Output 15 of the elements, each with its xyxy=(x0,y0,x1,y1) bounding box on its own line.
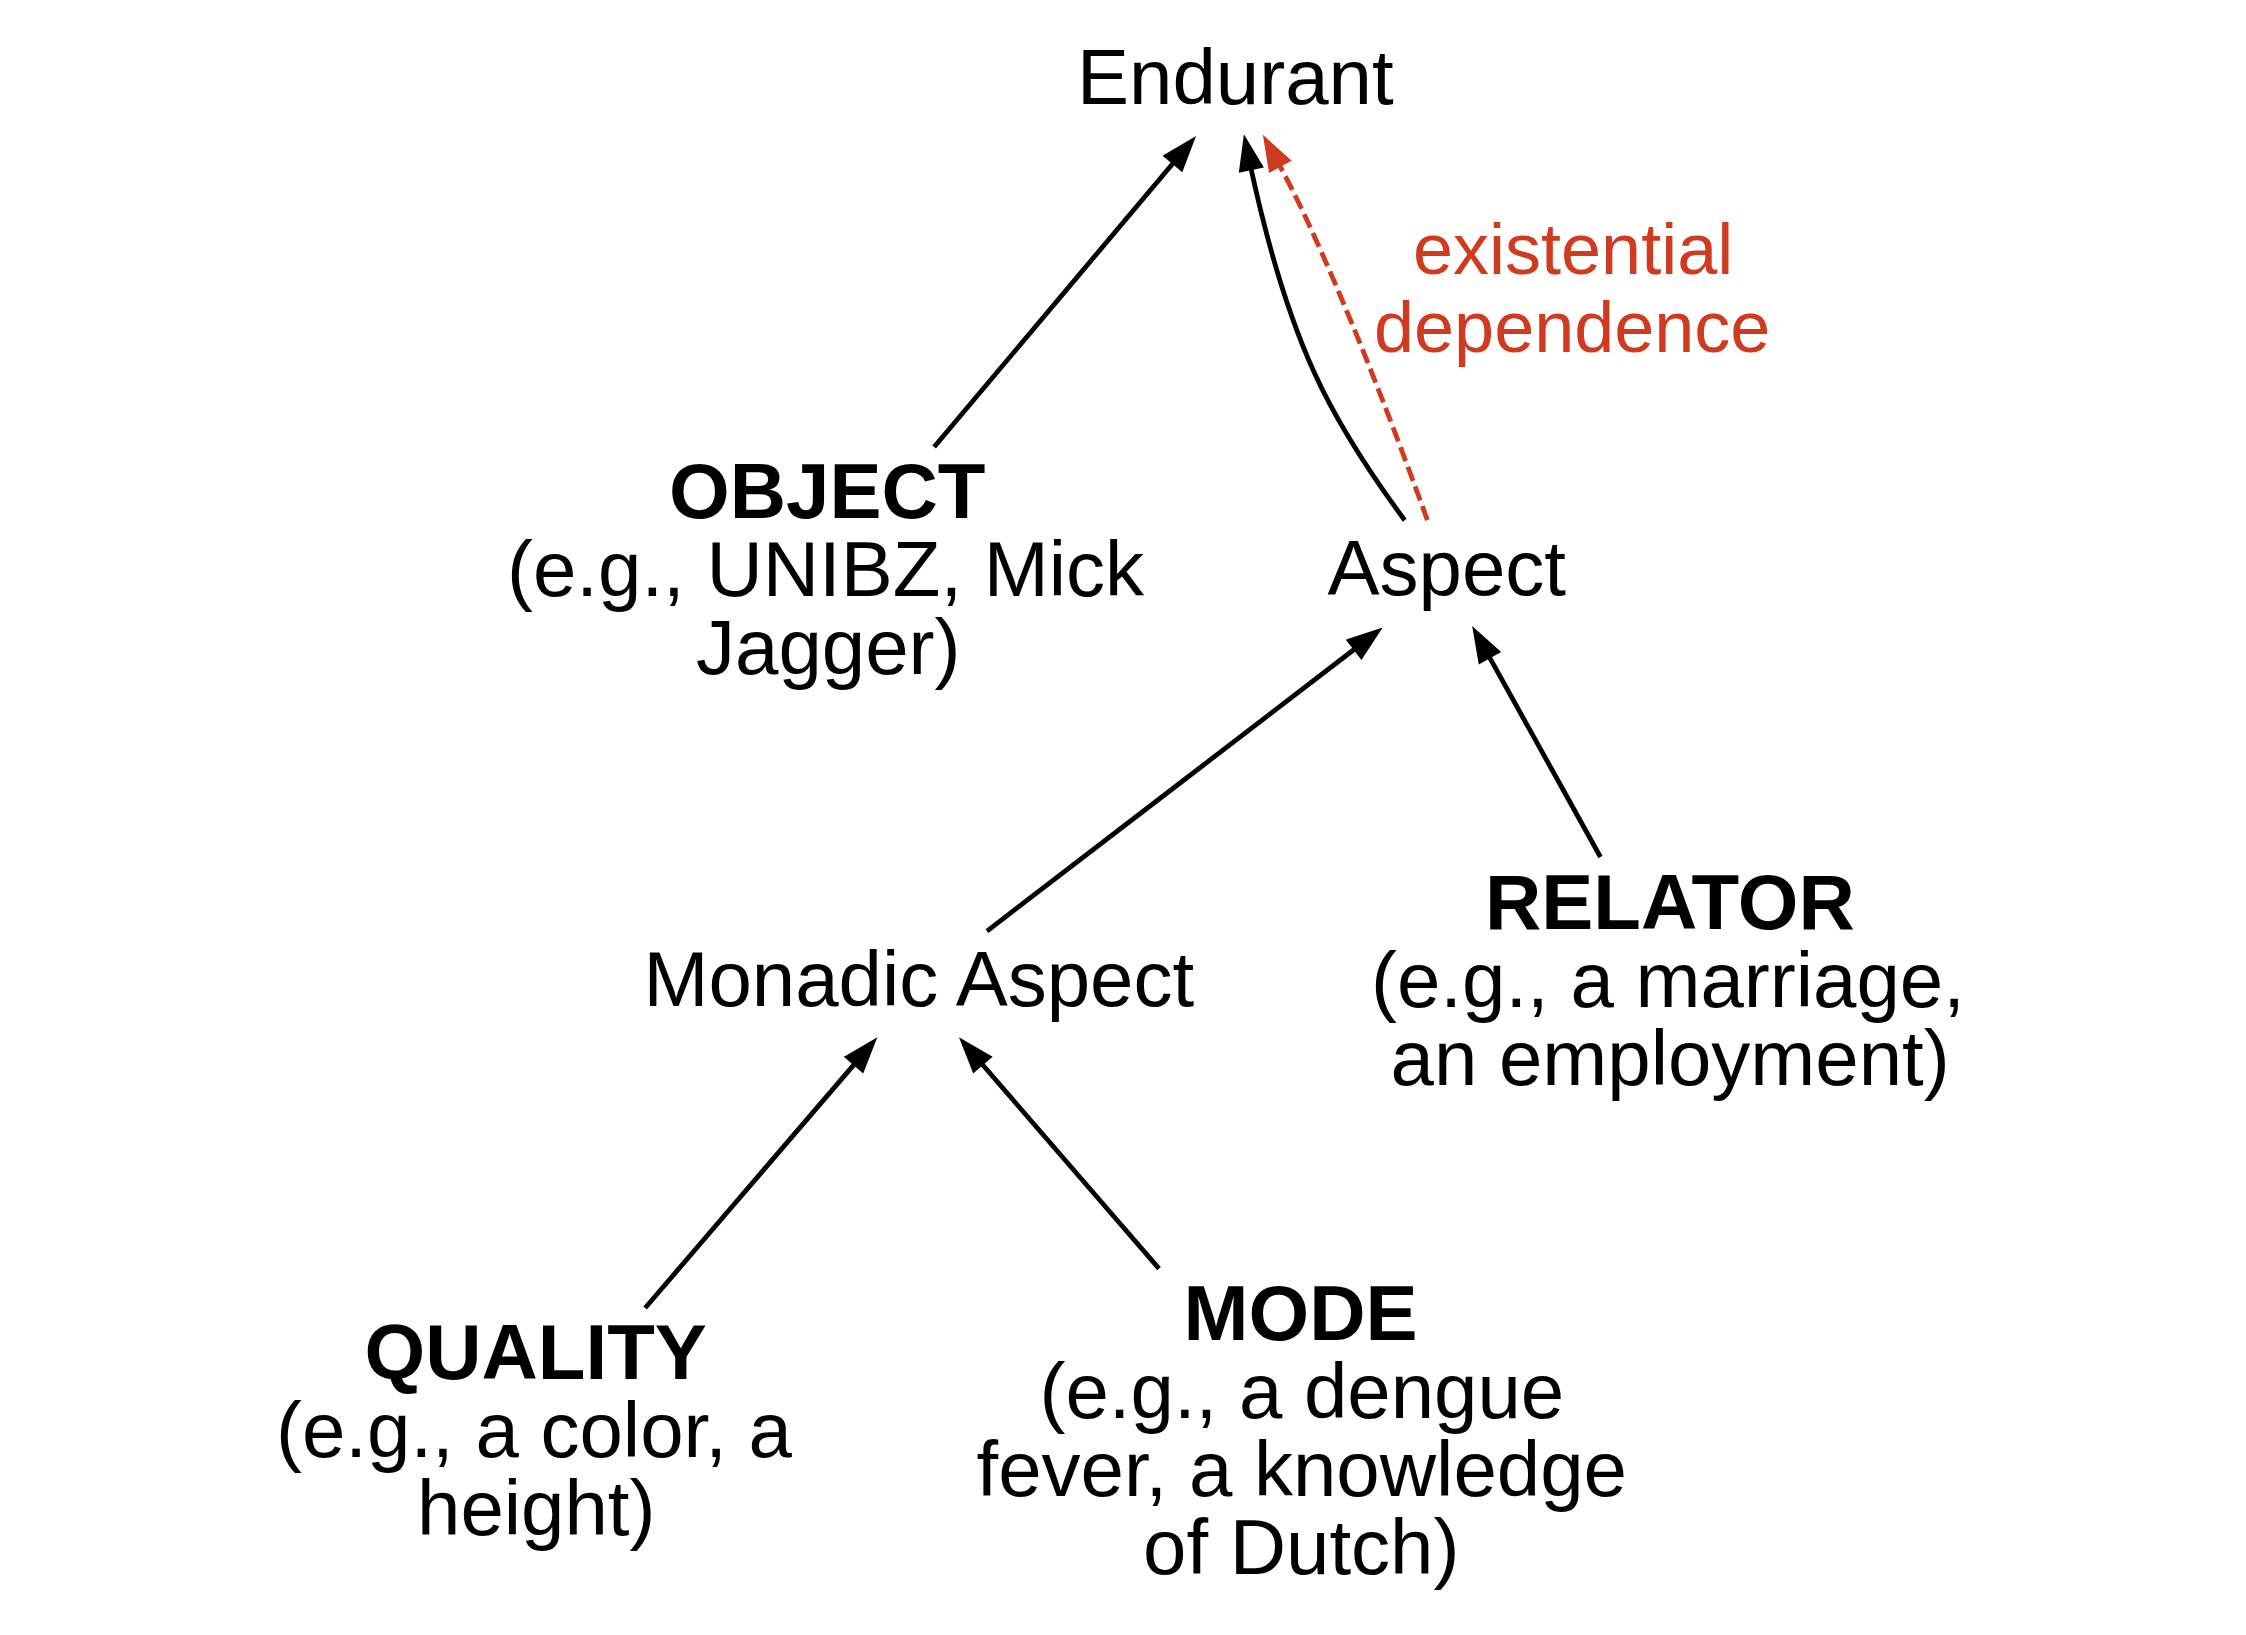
arrow xyxy=(931,135,1196,449)
arrow xyxy=(958,1037,1161,1271)
node-text: OBJECT (e.g., UNIBZ, Mick Jagger) xyxy=(506,447,1144,692)
arrow xyxy=(1262,134,1430,521)
node-text: QUALITY (e.g., a color, a height) xyxy=(275,1308,792,1553)
edge-label: existential dependence xyxy=(1373,208,1770,367)
node-text: Monadic Aspect xyxy=(643,934,1194,1023)
node-text: MODE (e.g., a dengue fever, a knowledge of Dutch) xyxy=(976,1269,1627,1592)
arrow xyxy=(1471,626,1603,859)
node-text: Aspect xyxy=(1327,523,1566,612)
node-text: RELATOR (e.g., a marriage, an employment) xyxy=(1370,858,1965,1103)
arrow xyxy=(642,1037,877,1310)
arrow xyxy=(985,627,1383,933)
node-text: Endurant xyxy=(1076,33,1394,122)
arrow xyxy=(1238,134,1407,522)
